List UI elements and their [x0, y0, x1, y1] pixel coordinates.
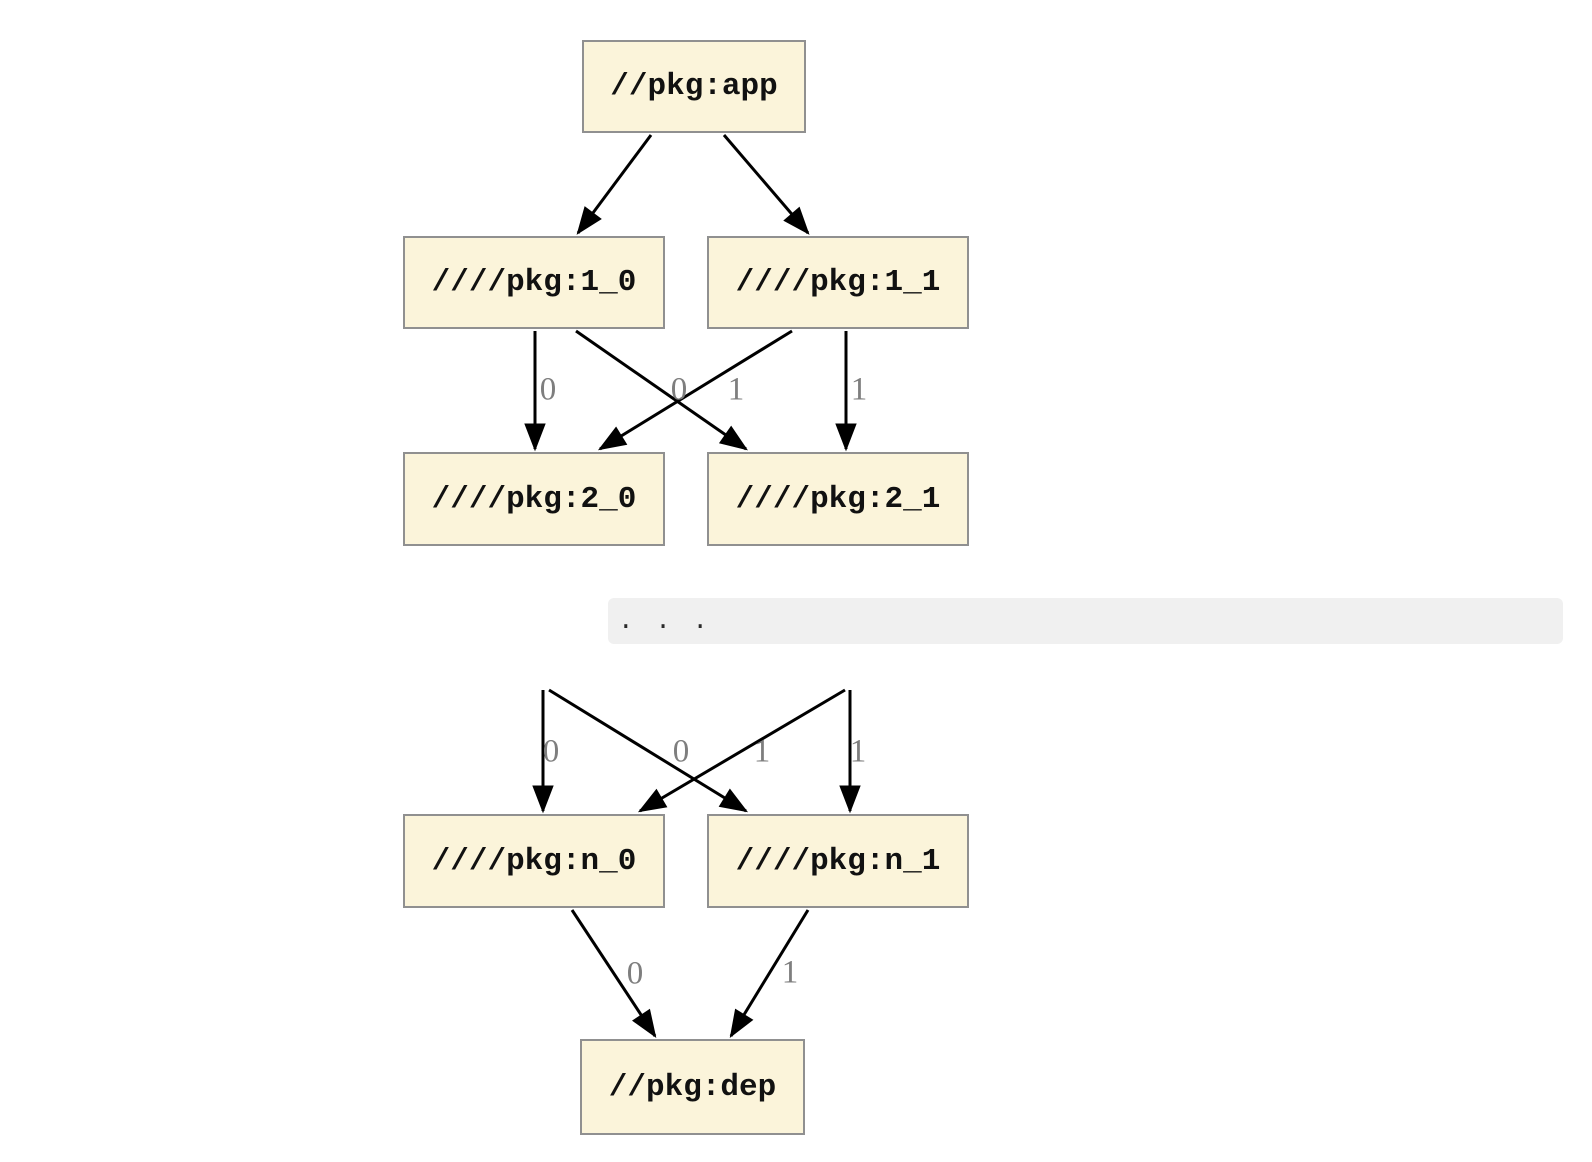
edge-app-to-1_1 [722, 134, 810, 235]
node-2-1-label: ////pkg:2_1 [735, 481, 941, 517]
node-n-0-label: ////pkg:n_0 [431, 843, 637, 879]
node-n-1-label: ////pkg:n_1 [735, 843, 941, 879]
edge-label-1_0-2_1: 1 [727, 371, 745, 408]
edge-label-prev1-n_1: 1 [849, 733, 867, 770]
node-app-label: //pkg:app [610, 69, 778, 104]
edge-label-n_1-dep: 1 [781, 954, 799, 991]
node-2-1: ////pkg:2_1 [707, 452, 969, 546]
edge-label-1_0-2_0: 0 [539, 371, 557, 408]
node-1-1: ////pkg:1_1 [707, 236, 969, 329]
edge-prev1-to-n_0 [637, 688, 846, 813]
node-2-0: ////pkg:2_0 [403, 452, 665, 546]
node-dep-label: //pkg:dep [608, 1069, 777, 1105]
node-1-0: ////pkg:1_0 [403, 236, 665, 329]
edge-1_1-to-2_0 [597, 329, 793, 451]
edge-label-prev0-n_1: 1 [753, 733, 771, 770]
node-1-1-label: ////pkg:1_1 [735, 265, 941, 300]
edge-prev0-to-n_1 [548, 688, 749, 813]
edge-label-1_1-2_1: 1 [850, 371, 868, 408]
ellipsis-band: . . . [608, 598, 1563, 644]
edge-app-to-1_0 [576, 134, 653, 235]
edge-1_0-to-2_1 [575, 329, 748, 451]
edge-label-prev1-n_0: 0 [672, 733, 690, 770]
edge-label-n_0-dep: 0 [626, 955, 644, 992]
node-2-0-label: ////pkg:2_0 [431, 481, 637, 517]
node-n-0: ////pkg:n_0 [403, 814, 665, 908]
node-dep: //pkg:dep [580, 1039, 805, 1135]
node-n-1: ////pkg:n_1 [707, 814, 969, 908]
node-1-0-label: ////pkg:1_0 [431, 265, 637, 300]
ellipsis-text: . . . [618, 606, 712, 636]
edge-label-prev0-n_0: 0 [542, 733, 560, 770]
edge-label-1_1-2_0: 0 [670, 371, 688, 408]
node-app: //pkg:app [582, 40, 806, 133]
